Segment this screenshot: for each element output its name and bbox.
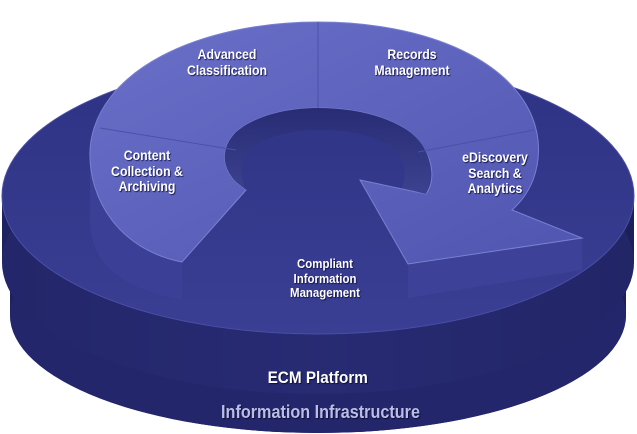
segment-label-line: Archiving <box>118 178 176 195</box>
segment-label-line: Management <box>374 61 450 78</box>
segment-label-line: Classification <box>186 61 268 78</box>
platform-layer-label: ECM Platform <box>267 368 368 387</box>
infrastructure-layer-label: Information Infrastructure <box>221 402 420 422</box>
center-label: Compliant Information Management <box>277 256 374 301</box>
segment-label-line: Search & <box>468 164 522 181</box>
segment-label-line: Collection & <box>111 162 183 179</box>
segment-content-collection: Content Collection & Archiving <box>99 147 196 195</box>
segment-label-line: Content <box>123 147 171 163</box>
segment-advanced-classification: Advanced Classification <box>179 46 276 78</box>
segment-label-line: Records <box>387 46 437 62</box>
segment-ediscovery: eDiscovery Search & Analytics <box>447 149 544 197</box>
process-ring <box>89 21 584 300</box>
segment-label-line: eDiscovery <box>462 149 528 165</box>
segment-label-line: Advanced <box>197 46 257 62</box>
center-label-line: Management <box>290 285 360 301</box>
center-label-line: Information <box>293 270 357 286</box>
segment-label-line: Analytics <box>467 180 523 197</box>
segment-records-management: Records Management <box>359 46 465 78</box>
center-label-line: Compliant <box>297 256 353 271</box>
